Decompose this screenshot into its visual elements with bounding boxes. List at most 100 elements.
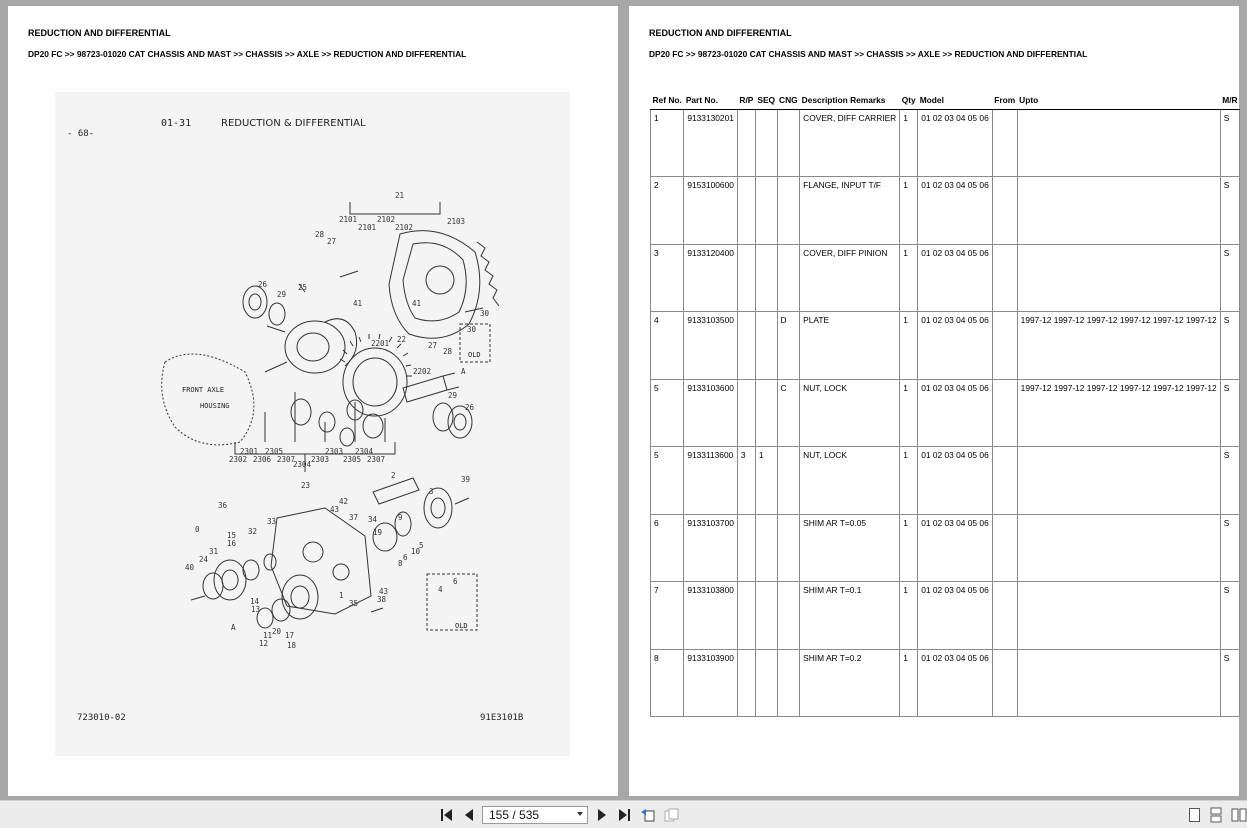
rp-cell [736, 176, 756, 245]
svg-text:43: 43 [330, 505, 339, 514]
seq-cell [754, 581, 778, 650]
mr-cell: S [1219, 648, 1241, 717]
table-row[interactable]: 6 9133103700 SHIM AR T=0.05 1 01 02 03 0… [649, 513, 1241, 582]
table-row[interactable]: 2 9153100600 FLANGE, INPUT T/F 1 01 02 0… [649, 176, 1241, 245]
table-row[interactable]: 1 9133130201 COVER, DIFF CARRIER 1 01 02… [649, 109, 1241, 177]
from-cell [991, 243, 1018, 312]
rp-cell [736, 581, 756, 650]
right-page: REDUCTION AND DIFFERENTIAL DP20 FC >> 98… [629, 6, 1241, 796]
svg-text:38: 38 [377, 595, 387, 604]
svg-text:22: 22 [397, 335, 406, 344]
svg-text:19: 19 [373, 528, 382, 537]
ref-no-cell: 2 [649, 176, 685, 245]
svg-text:2303: 2303 [325, 447, 343, 456]
qty-cell: 1 [899, 109, 919, 177]
svg-text:31: 31 [209, 547, 218, 556]
svg-text:26: 26 [465, 403, 475, 412]
last-page-icon[interactable] [616, 807, 632, 823]
svg-text:2305: 2305 [343, 455, 361, 464]
column-header: Model [917, 92, 993, 110]
part-no-cell: 9133130201 [683, 109, 738, 177]
back-view-icon[interactable] [640, 807, 656, 823]
triangle-left-icon [465, 809, 473, 821]
part-no-cell: 9133103800 [683, 581, 738, 650]
svg-text:29: 29 [277, 290, 286, 299]
cng-cell [776, 176, 801, 245]
from-cell [991, 581, 1018, 650]
page-title: REDUCTION AND DIFFERENTIAL [649, 28, 792, 38]
svg-text:28: 28 [443, 347, 453, 356]
ref-no-cell: 3 [649, 243, 685, 312]
svg-text:20: 20 [272, 627, 282, 636]
svg-text:32: 32 [248, 527, 257, 536]
cng-cell [776, 581, 801, 650]
from-cell [991, 109, 1018, 177]
chevron-down-icon [577, 812, 583, 816]
svg-text:40: 40 [185, 563, 195, 572]
svg-text:0: 0 [195, 525, 200, 534]
parts-table: Ref No. Part No. R/P SEQ CNG Description… [649, 92, 1241, 717]
continuous-page-icon[interactable] [1208, 807, 1224, 823]
mr-cell: S [1219, 446, 1241, 515]
table-row[interactable]: 5 9133103600 C NUT, LOCK 1 01 02 03 04 0… [649, 378, 1241, 447]
svg-text:A: A [231, 623, 236, 632]
svg-text:36: 36 [218, 501, 228, 510]
svg-text:A: A [461, 367, 466, 376]
mr-cell: S [1219, 243, 1241, 312]
page-number-select[interactable]: 155 / 535 [482, 806, 588, 824]
breadcrumb: DP20 FC >> 98723-01020 CAT CHASSIS AND M… [28, 49, 467, 59]
table-row[interactable]: 3 9133120400 COVER, DIFF PINION 1 01 02 … [649, 243, 1241, 312]
prev-page-icon[interactable] [461, 807, 477, 823]
ref-no-cell: 1 [649, 109, 685, 177]
svg-text:2101: 2101 [339, 215, 357, 224]
svg-text:3: 3 [429, 487, 434, 496]
qty-cell: 1 [899, 378, 919, 447]
svg-text:2102: 2102 [395, 223, 413, 232]
svg-text:37: 37 [349, 513, 358, 522]
svg-text:2302: 2302 [229, 455, 247, 464]
svg-text:35: 35 [349, 599, 358, 608]
column-header: Description Remarks [799, 92, 900, 110]
qty-cell: 1 [899, 446, 919, 515]
forward-view-icon[interactable] [663, 807, 679, 823]
part-no-cell: 9153100600 [683, 176, 738, 245]
first-page-icon[interactable] [438, 807, 454, 823]
part-no-cell: 9133103600 [683, 378, 738, 447]
svg-text:2103: 2103 [447, 217, 465, 226]
svg-text:2: 2 [391, 471, 396, 480]
svg-text:2101: 2101 [358, 223, 376, 232]
triangle-right-icon [618, 809, 627, 821]
mr-cell: S [1219, 581, 1241, 650]
svg-text:2102: 2102 [377, 215, 395, 224]
description-cell: NUT, LOCK [799, 446, 901, 515]
forward-view-glyph [664, 808, 679, 822]
svg-text:6: 6 [453, 577, 458, 586]
old-label-upper: OLD [468, 351, 481, 359]
from-cell [991, 648, 1018, 717]
svg-text:39: 39 [461, 475, 470, 484]
table-row[interactable]: 5 9133113600 3 1 NUT, LOCK 1 01 02 03 04… [649, 446, 1241, 515]
part-no-cell: 9133103700 [683, 513, 738, 582]
single-page-icon[interactable] [1186, 807, 1202, 823]
description-cell: SHIM AR T=0.05 [799, 513, 901, 582]
svg-text:18: 18 [287, 641, 297, 650]
from-cell [991, 378, 1018, 447]
seq-cell: 1 [754, 446, 778, 515]
table-row[interactable]: 7 9133103800 SHIM AR T=0.1 1 01 02 03 04… [649, 581, 1241, 650]
svg-text:2304: 2304 [355, 447, 374, 456]
column-header: SEQ [755, 92, 778, 110]
model-cell: 01 02 03 04 05 06 [917, 176, 993, 245]
facing-page-icon[interactable] [1230, 807, 1247, 823]
page-title: REDUCTION AND DIFFERENTIAL [28, 28, 171, 38]
bearings [242, 285, 384, 447]
table-row[interactable]: 4 9133103500 D PLATE 1 01 02 03 04 05 06… [649, 311, 1241, 380]
svg-text:2305: 2305 [265, 447, 283, 456]
table-row[interactable]: 8 9133103900 SHIM AR T=0.2 1 01 02 03 04… [649, 648, 1241, 717]
svg-text:27: 27 [327, 237, 336, 246]
carrier-housing [388, 230, 500, 339]
next-page-icon[interactable] [594, 807, 610, 823]
from-cell [991, 311, 1018, 380]
svg-text:41: 41 [353, 299, 362, 308]
seq-cell [754, 513, 778, 582]
ref-no-cell: 5 [649, 446, 685, 515]
